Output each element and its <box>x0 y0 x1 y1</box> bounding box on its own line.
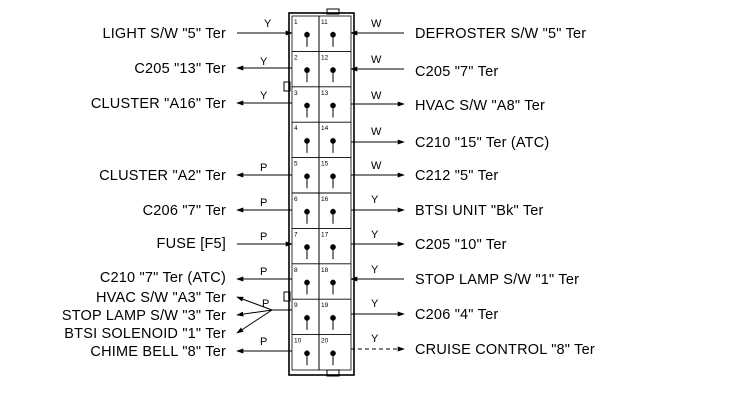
pin-dot <box>304 102 310 109</box>
left-label-9: HVAC S/W "A3" Ter <box>96 290 226 306</box>
wire-lead <box>236 296 273 311</box>
pin-number: 4 <box>294 125 298 132</box>
pin-dot <box>330 67 336 73</box>
pin-number: 14 <box>321 125 329 132</box>
pin-dot <box>330 208 336 215</box>
wire-color-13: W <box>371 90 382 102</box>
wire-leads <box>236 30 405 354</box>
wire-color-12: W <box>371 54 382 66</box>
right-label-19: C206 "4" Ter <box>415 307 498 323</box>
left-label-3: CLUSTER "A16" Ter <box>91 96 226 112</box>
pin-dot <box>330 315 336 321</box>
wire-color-8: P <box>260 266 267 278</box>
wire-color-15: W <box>371 160 382 172</box>
pin-dot <box>304 173 310 180</box>
pin-number: 2 <box>294 54 298 61</box>
pin-dot <box>330 102 336 109</box>
left-label-9b: STOP LAMP S/W "3" Ter <box>62 308 226 324</box>
left-label-1: LIGHT S/W "5" Ter <box>102 26 226 42</box>
wire-color-3: Y <box>260 90 268 102</box>
pin-dot <box>330 138 336 144</box>
wire-color-1: Y <box>264 18 272 30</box>
wire-color-11: W <box>371 18 382 30</box>
pin-dot <box>330 173 336 180</box>
wire-colors: Y Y Y P P P P P P W W W W W Y Y Y Y Y <box>260 18 382 348</box>
pin-number: 18 <box>321 267 329 274</box>
pin-dot <box>330 279 336 286</box>
pin-dot <box>304 31 310 38</box>
wire-color-10: P <box>260 336 267 348</box>
wire-color-18: Y <box>371 264 379 276</box>
wire-color-20: Y <box>371 333 379 345</box>
right-label-16: BTSI UNIT "Bk" Ter <box>415 203 544 219</box>
pin-number: 10 <box>294 338 302 345</box>
pin-number: 8 <box>294 267 298 274</box>
left-label-8: C210 "7" Ter (ATC) <box>100 270 226 286</box>
wire-lead <box>236 309 273 334</box>
left-label-2: C205 "13" Ter <box>134 61 226 77</box>
pin-number: 3 <box>294 90 298 97</box>
right-label-12: C205 "7" Ter <box>415 64 498 80</box>
pin-number: 7 <box>294 231 298 238</box>
pin-dot <box>304 67 310 73</box>
pin-dot <box>304 315 310 321</box>
pin-number: 19 <box>321 302 329 309</box>
pin-number: 20 <box>321 338 329 345</box>
right-label-17: C205 "10" Ter <box>415 237 507 253</box>
wire-color-2: Y <box>260 56 268 68</box>
wire-color-17: Y <box>371 229 379 241</box>
right-label-18: STOP LAMP S/W "1" Ter <box>415 272 579 288</box>
pin-dot <box>330 244 336 250</box>
left-label-5: CLUSTER "A2" Ter <box>99 168 226 184</box>
wire-color-16: Y <box>371 194 379 206</box>
wire-color-7: P <box>260 231 267 243</box>
right-label-13: HVAC S/W "A8" Ter <box>415 98 545 114</box>
pin-number: 12 <box>321 54 329 61</box>
pin-number: 6 <box>294 196 298 203</box>
left-label-7: FUSE [F5] <box>157 236 226 252</box>
connector-body <box>283 8 355 377</box>
right-labels: DEFROSTER S/W "5" Ter C205 "7" Ter HVAC … <box>415 26 595 358</box>
pin-number: 17 <box>321 231 329 238</box>
wire-color-5: P <box>260 162 267 174</box>
wire-color-6: P <box>260 197 267 209</box>
pin-dot <box>304 138 310 144</box>
pin-number: 15 <box>321 161 329 168</box>
pin-number: 16 <box>321 196 329 203</box>
pin-number: 9 <box>294 302 298 309</box>
pin-number: 5 <box>294 161 298 168</box>
right-label-11: DEFROSTER S/W "5" Ter <box>415 26 586 42</box>
pin-dot <box>304 350 310 357</box>
right-label-15: C212 "5" Ter <box>415 168 498 184</box>
pin-dot <box>304 279 310 286</box>
pin-number: 1 <box>294 19 298 26</box>
left-label-10: CHIME BELL "8" Ter <box>90 344 226 360</box>
pin-dot <box>304 244 310 250</box>
right-label-14: C210 "15" Ter (ATC) <box>415 135 549 151</box>
wire-color-14: W <box>371 126 382 138</box>
left-label-6: C206 "7" Ter <box>143 203 226 219</box>
pin-number: 13 <box>321 90 329 97</box>
right-label-20: CRUISE CONTROL "8" Ter <box>415 342 595 358</box>
wire-color-9: P <box>262 298 269 310</box>
left-labels: LIGHT S/W "5" Ter C205 "13" Ter CLUSTER … <box>62 26 226 360</box>
pin-dot <box>304 208 310 215</box>
left-label-9c: BTSI SOLENOID "1" Ter <box>64 326 226 342</box>
wire-color-19: Y <box>371 298 379 310</box>
pin-number: 11 <box>321 19 328 26</box>
wire-lead <box>236 309 273 317</box>
pin-dot <box>330 31 336 38</box>
pin-dot <box>330 350 336 357</box>
